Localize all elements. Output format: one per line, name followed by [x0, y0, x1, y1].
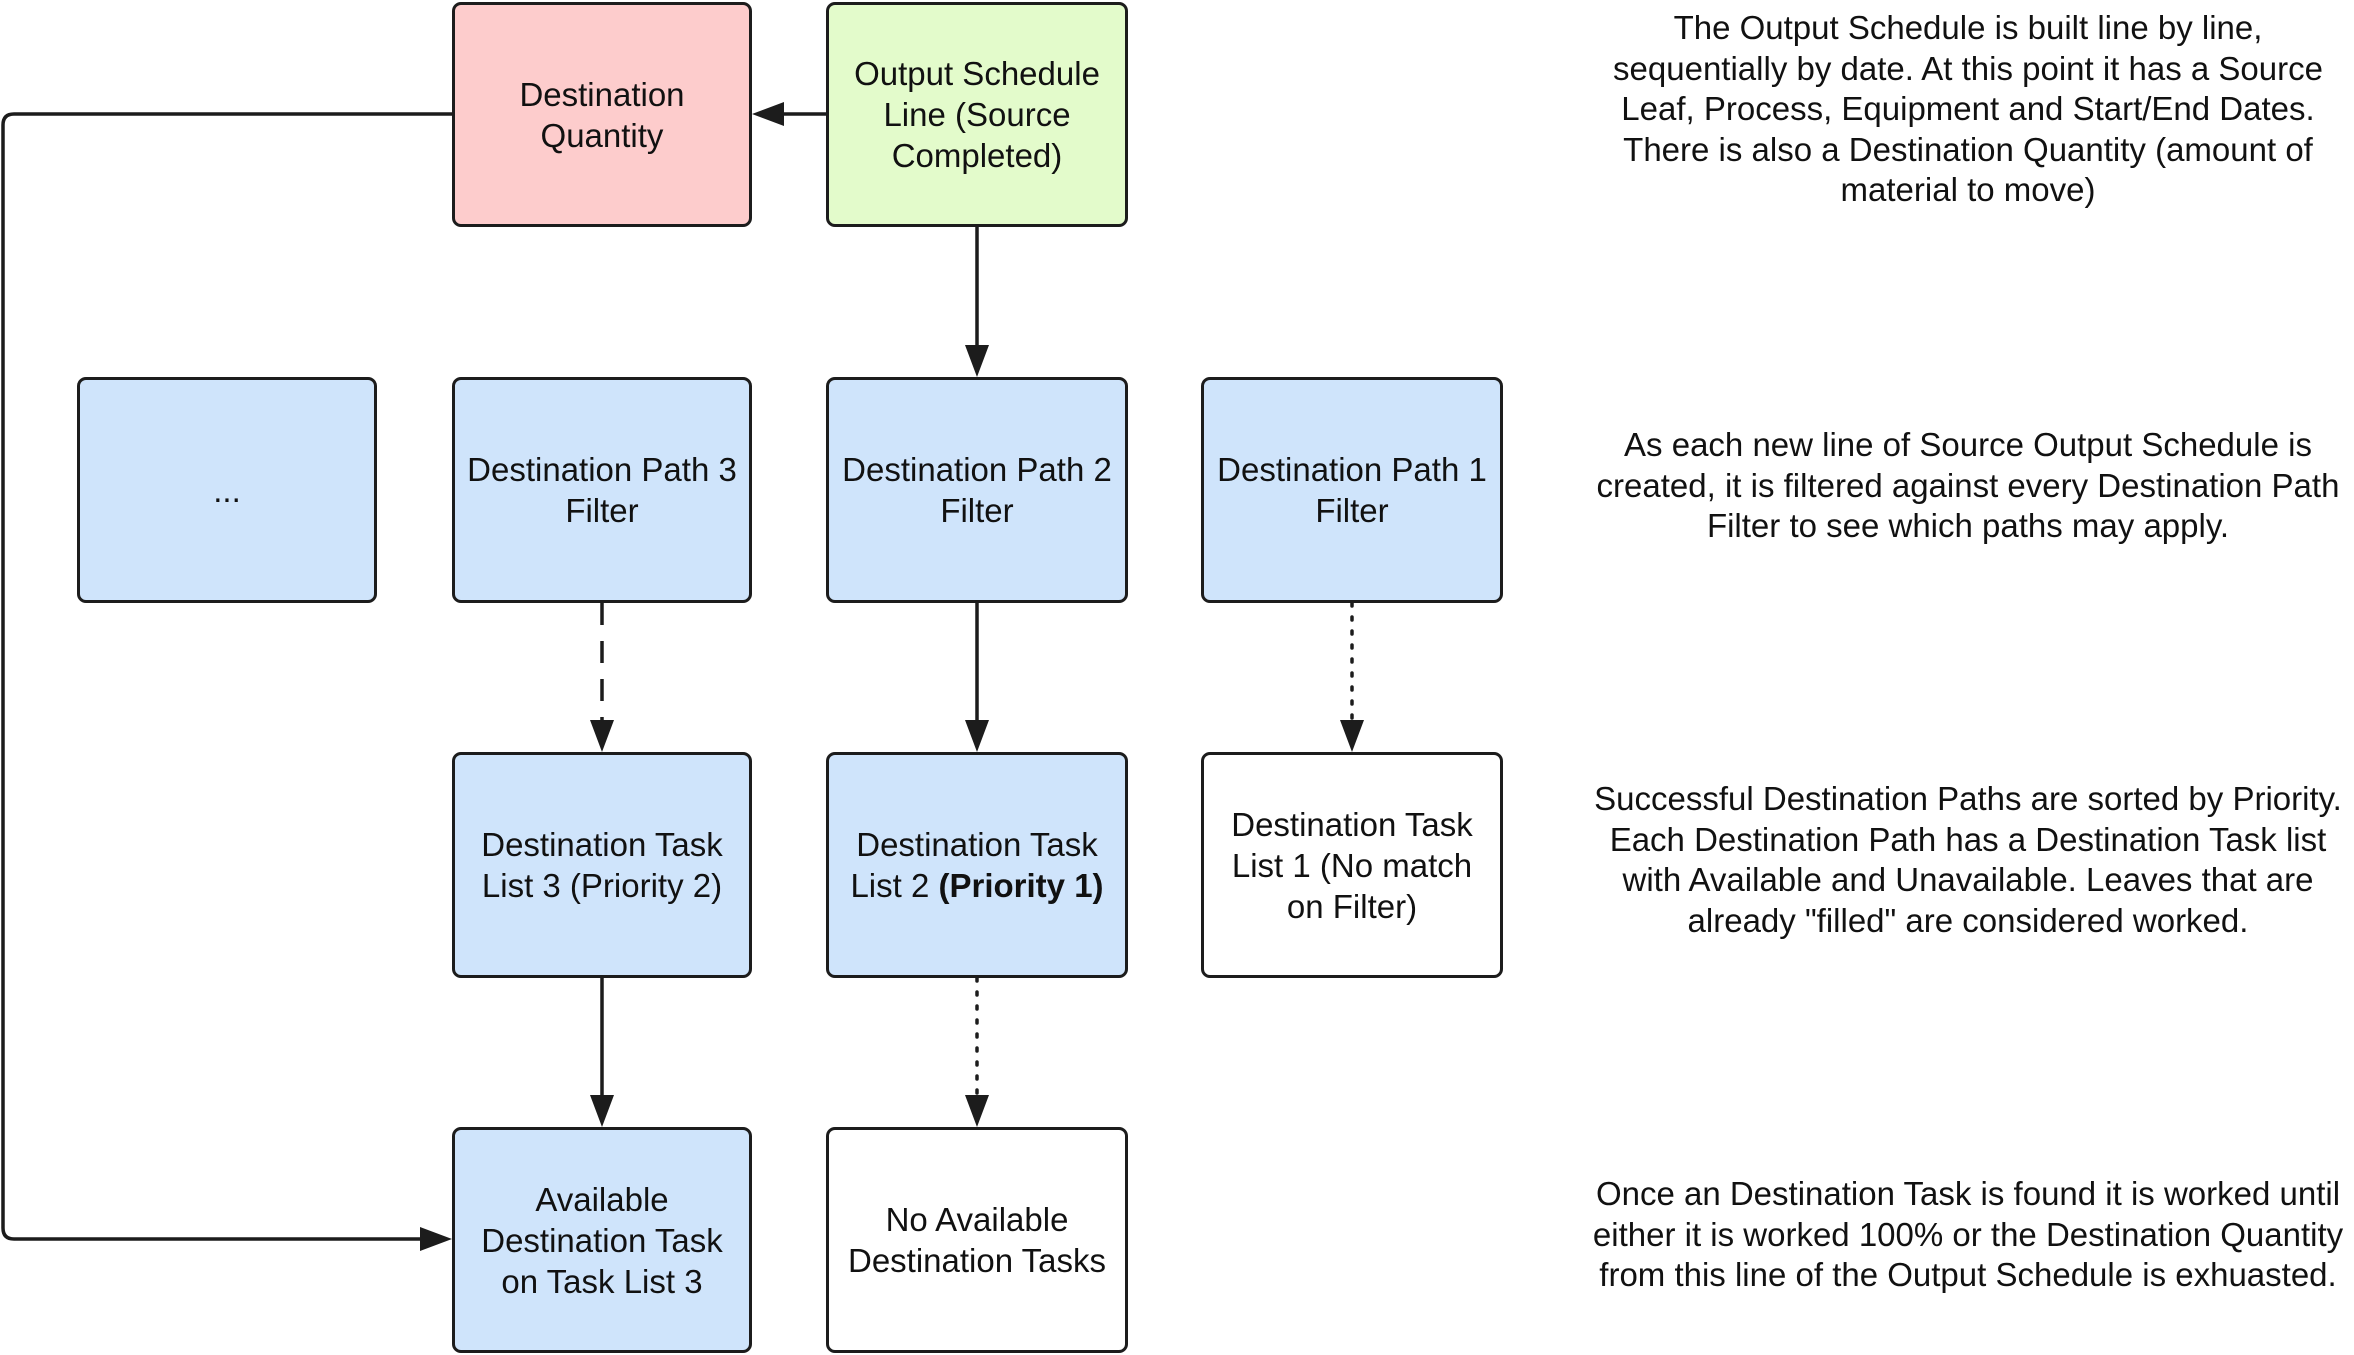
note-line: material to move): [1840, 171, 2096, 208]
no-available-destination-tasks-node: No Available Destination Tasks: [826, 1127, 1128, 1353]
destination-task-list-3-node: Destination Task List 3 (Priority 2): [452, 752, 752, 978]
ellipsis-node: ...: [77, 377, 377, 603]
node-text: Filter: [1315, 492, 1389, 529]
note-line: with Available and Unavailable. Leaves t…: [1622, 861, 2314, 898]
node-text: Destination Task: [481, 1221, 723, 1259]
arrowhead-path3-to-tasklist3: [590, 720, 614, 752]
note-line: created, it is filtered against every De…: [1596, 466, 2340, 504]
destination-task-list-2-node: Destination Task List 2 (Priority 1): [826, 752, 1128, 978]
note-line: Filter to see which paths may apply.: [1706, 507, 2230, 544]
destination-path-2-filter-node: Destination Path 2 Filter: [826, 377, 1128, 603]
note-output-schedule: The Output Schedule is built line by lin…: [1582, 8, 2354, 211]
node-text: No Available: [885, 1201, 1069, 1238]
destination-quantity-node: Destination Quantity: [452, 2, 752, 227]
note-line: sequentially by date. At this point it h…: [1613, 49, 2323, 87]
destination-path-3-filter-node: Destination Path 3 Filter: [452, 377, 752, 603]
output-schedule-line-node: Output Schedule Line (Source Completed): [826, 2, 1128, 227]
arrowhead-output-to-quantity: [752, 102, 784, 126]
note-path-filters: As each new line of Source Output Schedu…: [1582, 425, 2354, 547]
note-line: Once an Destination Task is found it is …: [1595, 1175, 2341, 1212]
node-text: Output Schedule: [854, 55, 1100, 92]
note-line: already "filled" are considered worked.: [1687, 901, 2249, 939]
node-text: Destination Path 2: [842, 451, 1112, 488]
node-text: ...: [213, 471, 241, 509]
note-line: The Output Schedule is built line by lin…: [1673, 9, 2263, 46]
node-text: Completed): [891, 137, 1063, 174]
node-text: Available: [535, 1180, 669, 1218]
node-text: Quantity: [540, 116, 664, 154]
note-line: either it is worked 100% or the Destinat…: [1592, 1215, 2344, 1253]
destination-path-1-filter-node: Destination Path 1 Filter: [1201, 377, 1503, 603]
node-text: List 3 (Priority 2): [481, 867, 723, 904]
note-line: There is also a Destination Quantity (am…: [1623, 130, 2313, 168]
node-text: Destination Tasks: [847, 1242, 1107, 1279]
node-text: Destination Task: [481, 826, 723, 863]
note-line: from this line of the Output Schedule is…: [1599, 1256, 2337, 1293]
destination-task-list-1-node: Destination Task List 1 (No match on Fil…: [1201, 752, 1503, 978]
node-text: Destination Task: [1231, 805, 1473, 843]
note-line: As each new line of Source Output Schedu…: [1624, 426, 2312, 463]
node-text: Filter: [565, 492, 639, 529]
arrowhead-output-to-path2: [965, 345, 989, 377]
arrowhead-tasklist2-to-noavailable: [965, 1095, 989, 1127]
node-text: List 1 (No match: [1231, 846, 1473, 884]
arrowhead-path1-to-tasklist1: [1340, 720, 1364, 752]
node-text: Destination Path 3: [467, 451, 737, 488]
node-text: Destination: [519, 75, 685, 113]
node-text: Filter: [940, 492, 1014, 529]
node-text: Destination Path 1: [1217, 451, 1487, 488]
arrowhead-path2-to-tasklist2: [965, 720, 989, 752]
available-destination-task-node: Available Destination Task on Task List …: [452, 1127, 752, 1353]
note-task-lists: Successful Destination Paths are sorted …: [1582, 779, 2354, 941]
node-text: on Filter): [1286, 887, 1418, 925]
arrowhead-quantity-to-available: [420, 1227, 452, 1251]
note-line: Leaf, Process, Equipment and Start/End D…: [1621, 90, 2315, 127]
note-task-worked: Once an Destination Task is found it is …: [1582, 1174, 2354, 1296]
arrowhead-tasklist3-to-available: [590, 1095, 614, 1127]
note-line: Each Destination Path has a Destination …: [1609, 820, 2327, 858]
node-text: Line (Source: [883, 96, 1071, 133]
note-line: Successful Destination Paths are sorted …: [1594, 780, 2342, 817]
node-text: Destination Task: [856, 826, 1098, 863]
node-text: List 2: [850, 867, 939, 904]
node-text: on Task List 3: [501, 1262, 703, 1300]
priority-bold-text: (Priority 1): [938, 867, 1104, 904]
edge-quantity-to-available: [1, 112, 452, 1241]
